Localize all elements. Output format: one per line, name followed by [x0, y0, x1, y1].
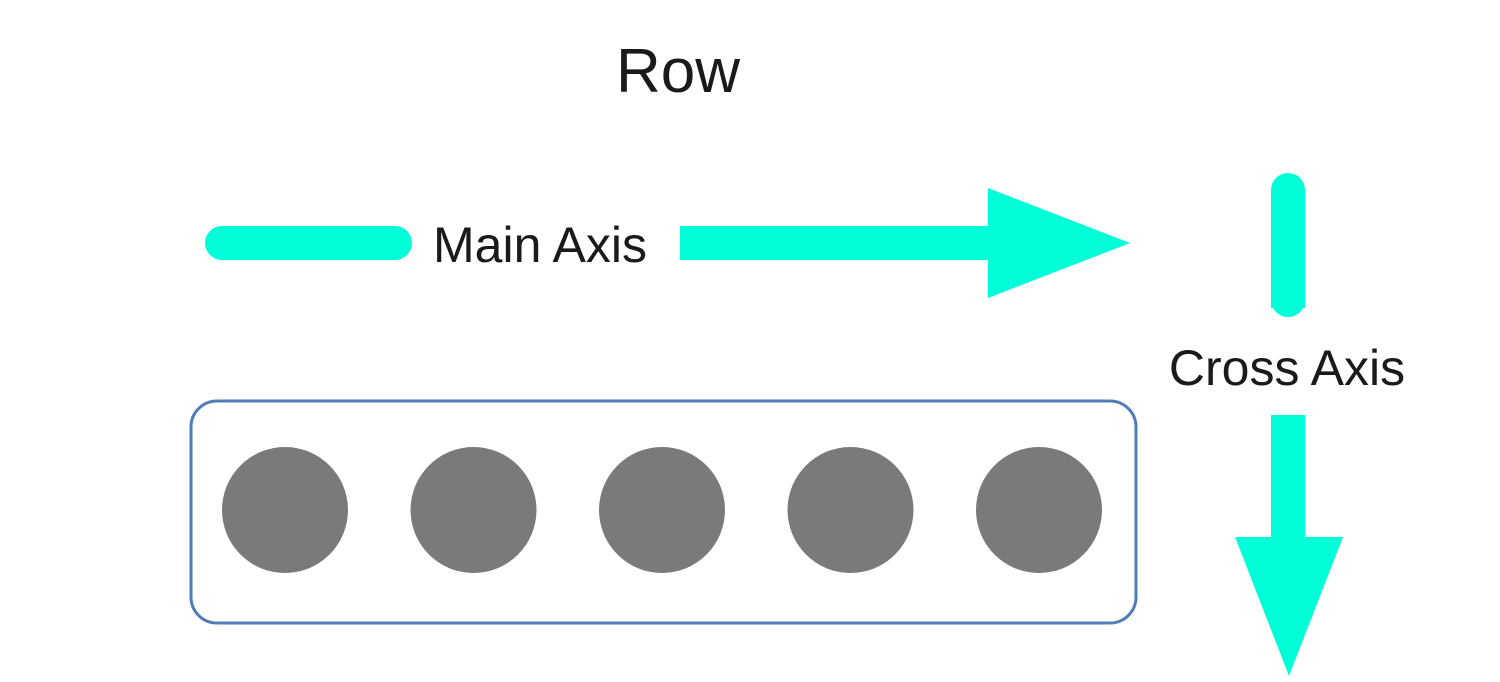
row-item-circle	[599, 447, 725, 573]
row-item-circle	[410, 447, 537, 573]
main-axis-tail-end	[378, 226, 396, 260]
diagram-title: Row	[616, 37, 740, 106]
main-axis-label: Main Axis	[433, 217, 647, 273]
cross-axis-shaft	[1271, 415, 1305, 540]
row-container	[189, 399, 1138, 625]
cross-axis-tail-end	[1271, 280, 1305, 308]
main-axis-arrow	[205, 188, 1130, 298]
main-axis-arrowhead	[988, 188, 1130, 298]
row-item-circle	[787, 447, 914, 573]
row-item-circle	[976, 447, 1102, 573]
cross-axis-label: Cross Axis	[1169, 340, 1405, 396]
main-axis-shaft	[680, 226, 992, 260]
cross-axis-arrowhead	[1235, 537, 1343, 676]
row-items	[222, 447, 1102, 573]
row-item-circle	[222, 447, 348, 573]
cross-axis-arrow	[1235, 173, 1343, 676]
